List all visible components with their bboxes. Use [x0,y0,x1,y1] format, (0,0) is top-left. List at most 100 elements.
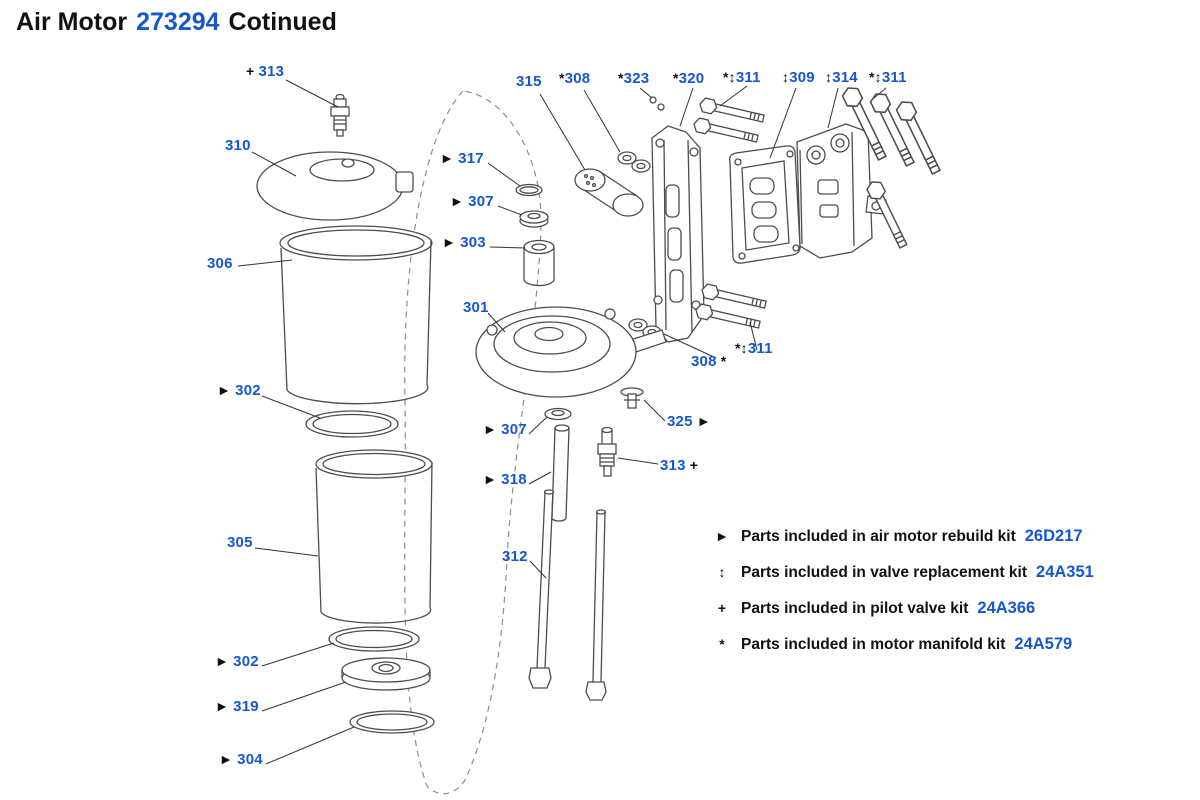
kit-symbol: + [685,457,699,473]
part-323-balls [649,96,665,111]
callout-305: 305 [227,534,253,551]
part-311-bolts-bottom [693,282,768,333]
kit-symbol: + [246,63,259,79]
part-308-clamp-top [617,151,651,173]
part-313-pilot-valve-top [330,93,350,137]
callout-312: 312 [502,548,528,565]
part-number: 314 [832,69,858,86]
part-312-tie-rods [528,489,607,701]
kit-symbol: ► [450,193,469,209]
part-number: 308 [564,70,591,87]
legend-row-rebuild-kit: ► Parts included in air motor rebuild ki… [712,527,1094,546]
kit-symbol: ► [215,653,234,669]
title-text: Cotinued [228,8,337,36]
callout-314: ↕314 [825,69,858,86]
kit-symbol: * [618,70,624,86]
part-number: 302 [233,653,259,670]
part-307-washer-lower [544,407,572,421]
arrow-icon: ► [715,528,729,544]
legend-text: Parts included in air motor rebuild kit [741,528,1016,545]
part-315-muffler [574,168,644,217]
plus-icon: + [717,600,727,616]
part-number: 303 [460,234,486,251]
callout-307-upper: ► 307 [450,193,494,210]
leader-lines [237,79,887,765]
part-number: 319 [233,698,259,715]
part-number: 305 [227,534,253,551]
kit-symbol: * [716,353,727,369]
part-number: 307 [501,421,527,438]
part-number: 318 [501,471,527,488]
callout-302-lower: ► 302 [215,653,259,670]
part-318-tube [551,424,570,522]
part-325-valve-pin [620,387,644,409]
callout-313-top: + 313 [246,63,284,80]
part-306-upper-cylinder [279,225,433,405]
legend-row-pilot-valve-kit: + Parts included in pilot valve kit 24A3… [712,599,1094,618]
callout-313-bottom: 313 + [660,457,698,474]
part-309-gasket [728,145,801,264]
part-number: 301 [463,299,489,316]
part-302-oring-upper [305,410,399,438]
part-number: 307 [468,193,494,210]
part-305-lower-cylinder [315,449,433,624]
assembly-outline [404,90,542,795]
part-number: 306 [207,255,233,272]
title-part-number: 273294 [136,8,220,36]
kit-symbol: ↕ [782,69,790,85]
callout-308-top: *308 [559,70,590,87]
part-number: 309 [789,69,815,86]
parts [256,83,945,734]
callout-317: ► 317 [440,150,484,167]
callout-311-top: *↕311 [723,69,761,86]
legend-text: Parts included in pilot valve kit [741,600,969,617]
double-arrow-icon: ↕ [718,564,726,580]
callout-318: ► 318 [483,471,527,488]
part-320-valve-plate [651,125,705,343]
part-302-oring-lower [328,626,420,652]
part-304-oring-bottom [349,710,435,734]
part-number: 320 [678,70,705,87]
part-number: 312 [502,548,528,565]
callout-308-bottom: 308 * [691,353,726,370]
kit-symbol: * [559,70,565,86]
kit-symbol: ► [442,234,461,250]
part-301-motor-cap [475,306,667,398]
callout-304: ► 304 [219,751,263,768]
kit-number: 24A366 [977,599,1036,617]
legend-text: Parts included in motor manifold kit [741,636,1006,653]
part-number: 311 [747,340,773,357]
part-number: 313 [258,63,285,80]
part-303-bushing [523,239,555,287]
part-number: 323 [623,70,650,87]
kit-symbol: ► [692,413,711,429]
kit-symbol: *↕ [735,340,748,356]
part-307-washer-upper [519,210,549,228]
callout-302-upper: ► 302 [217,382,261,399]
part-number: 325 [667,413,693,430]
kit-symbol: ► [483,471,502,487]
callout-323: *323 [618,70,649,87]
part-number: 304 [237,751,263,768]
legend-text: Parts included in valve replacement kit [741,564,1028,581]
part-number: 315 [516,73,542,90]
part-313-pilot-valve-bottom [597,426,617,477]
kit-symbol: ► [219,751,238,767]
part-number: 317 [458,150,484,167]
callout-319: ► 319 [215,698,259,715]
callout-315: 315 [516,73,542,90]
legend-row-valve-kit: ↕ Parts included in valve replacement ki… [712,563,1094,582]
callout-303: ► 303 [442,234,486,251]
callout-307-lower: ► 307 [483,421,527,438]
kit-symbol: ► [217,382,236,398]
callout-309: ↕309 [782,69,815,86]
kit-number: 26D217 [1024,527,1083,545]
kit-number: 24A351 [1036,563,1094,581]
callout-311-bottom: *↕311 [735,340,773,357]
title-text: Air Motor [16,8,128,36]
callout-310: 310 [225,137,251,154]
part-number: 311 [881,69,907,86]
kit-number: 24A579 [1014,635,1073,653]
page-title: Air Motor 273294 Cotinued [16,8,337,37]
part-317-oring [515,183,543,197]
